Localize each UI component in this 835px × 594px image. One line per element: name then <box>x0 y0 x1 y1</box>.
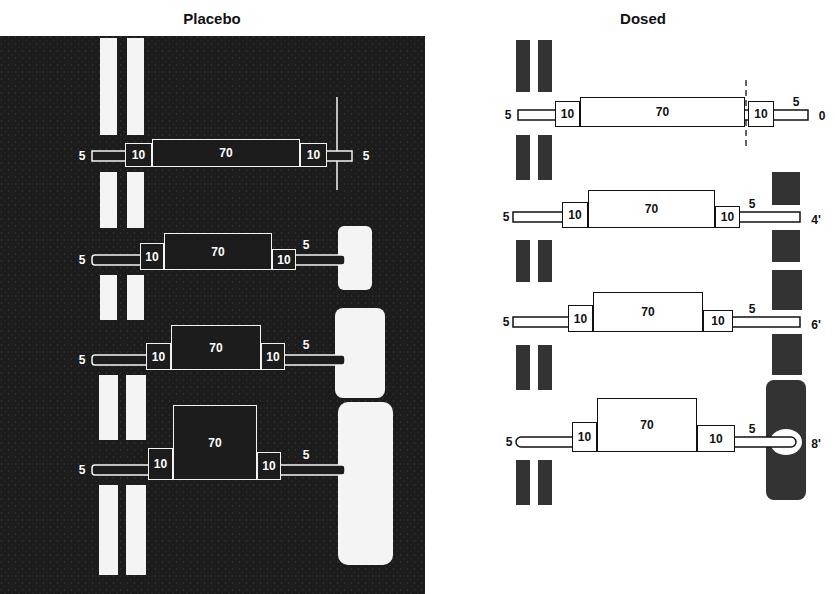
segment-box: 10 <box>562 202 588 228</box>
segment-value: 70 <box>208 437 221 449</box>
value-label: 5 <box>303 449 310 461</box>
segment-box: 10 <box>572 422 597 452</box>
segment-value: 10 <box>145 251 158 263</box>
boundary-line <box>336 97 338 190</box>
segment-box: 10 <box>125 143 152 167</box>
segment-box: 10 <box>703 310 733 332</box>
value-label: 5 <box>79 150 86 162</box>
value-label: 6' <box>811 319 821 331</box>
panel-title: Placebo <box>183 11 241 26</box>
value-label: 5 <box>79 464 86 476</box>
segment-value: 70 <box>641 306 654 318</box>
segment-box: 10 <box>300 143 327 167</box>
dosed-bars <box>513 110 808 447</box>
value-label: 8' <box>811 438 821 450</box>
segment-box: 10 <box>140 243 164 270</box>
segment-box: 10 <box>257 452 281 480</box>
segment-box-large: 70 <box>580 97 745 127</box>
panel-title: Dosed <box>620 11 666 26</box>
segment-value: 10 <box>154 458 167 470</box>
value-label: 5 <box>79 254 86 266</box>
segment-value: 10 <box>262 460 275 472</box>
value-label: 5 <box>749 198 756 210</box>
value-label: 5 <box>505 109 512 121</box>
segment-value: 10 <box>568 209 581 221</box>
segment-box-large: 70 <box>173 405 257 480</box>
placebo-walls <box>335 226 393 565</box>
segment-value: 10 <box>561 108 574 120</box>
value-label: 5 <box>363 150 370 162</box>
segment-box: 10 <box>261 343 285 370</box>
segment-box-large: 70 <box>597 398 697 452</box>
segment-box: 10 <box>715 206 740 228</box>
value-label: 5 <box>503 316 510 328</box>
segment-value: 10 <box>754 108 767 120</box>
value-label: 4' <box>811 214 821 226</box>
value-label: 5 <box>303 239 310 251</box>
segment-value: 70 <box>219 147 232 159</box>
value-label: 5 <box>79 354 86 366</box>
dark-ground <box>0 36 425 594</box>
value-label: 5 <box>749 423 756 435</box>
value-label: 5 <box>506 436 513 448</box>
segment-box-large: 70 <box>152 139 300 167</box>
segment-value: 70 <box>645 203 658 215</box>
segment-box: 10 <box>146 343 171 370</box>
value-label: 5 <box>303 339 310 351</box>
segment-value: 10 <box>721 211 734 223</box>
segment-box-large: 70 <box>593 292 703 332</box>
segment-value: 10 <box>711 315 724 327</box>
segment-box: 10 <box>697 425 735 452</box>
segment-box: 10 <box>148 448 173 480</box>
segment-box-large: 70 <box>171 325 261 370</box>
segment-value: 10 <box>709 433 722 445</box>
segment-value: 10 <box>307 149 320 161</box>
segment-box-large: 70 <box>588 190 715 228</box>
segment-value: 10 <box>266 351 279 363</box>
segment-box: 10 <box>568 305 593 332</box>
value-label: 0 <box>819 110 826 122</box>
segment-value: 10 <box>152 351 165 363</box>
segment-value: 10 <box>574 313 587 325</box>
segment-value: 70 <box>656 106 669 118</box>
value-label: 5 <box>503 211 510 223</box>
segment-value: 10 <box>132 149 145 161</box>
segment-value: 70 <box>211 246 224 258</box>
segment-box-large: 70 <box>164 233 272 270</box>
segment-box: 10 <box>272 249 296 270</box>
segment-value: 10 <box>277 254 290 266</box>
value-label: 5 <box>793 96 800 108</box>
value-label: 5 <box>749 303 756 315</box>
segment-box: 10 <box>748 101 774 127</box>
segment-value: 70 <box>640 419 653 431</box>
placebo-columns <box>99 38 146 575</box>
segment-value: 10 <box>578 431 591 443</box>
segment-value: 70 <box>209 342 222 354</box>
segment-box: 10 <box>555 101 580 127</box>
